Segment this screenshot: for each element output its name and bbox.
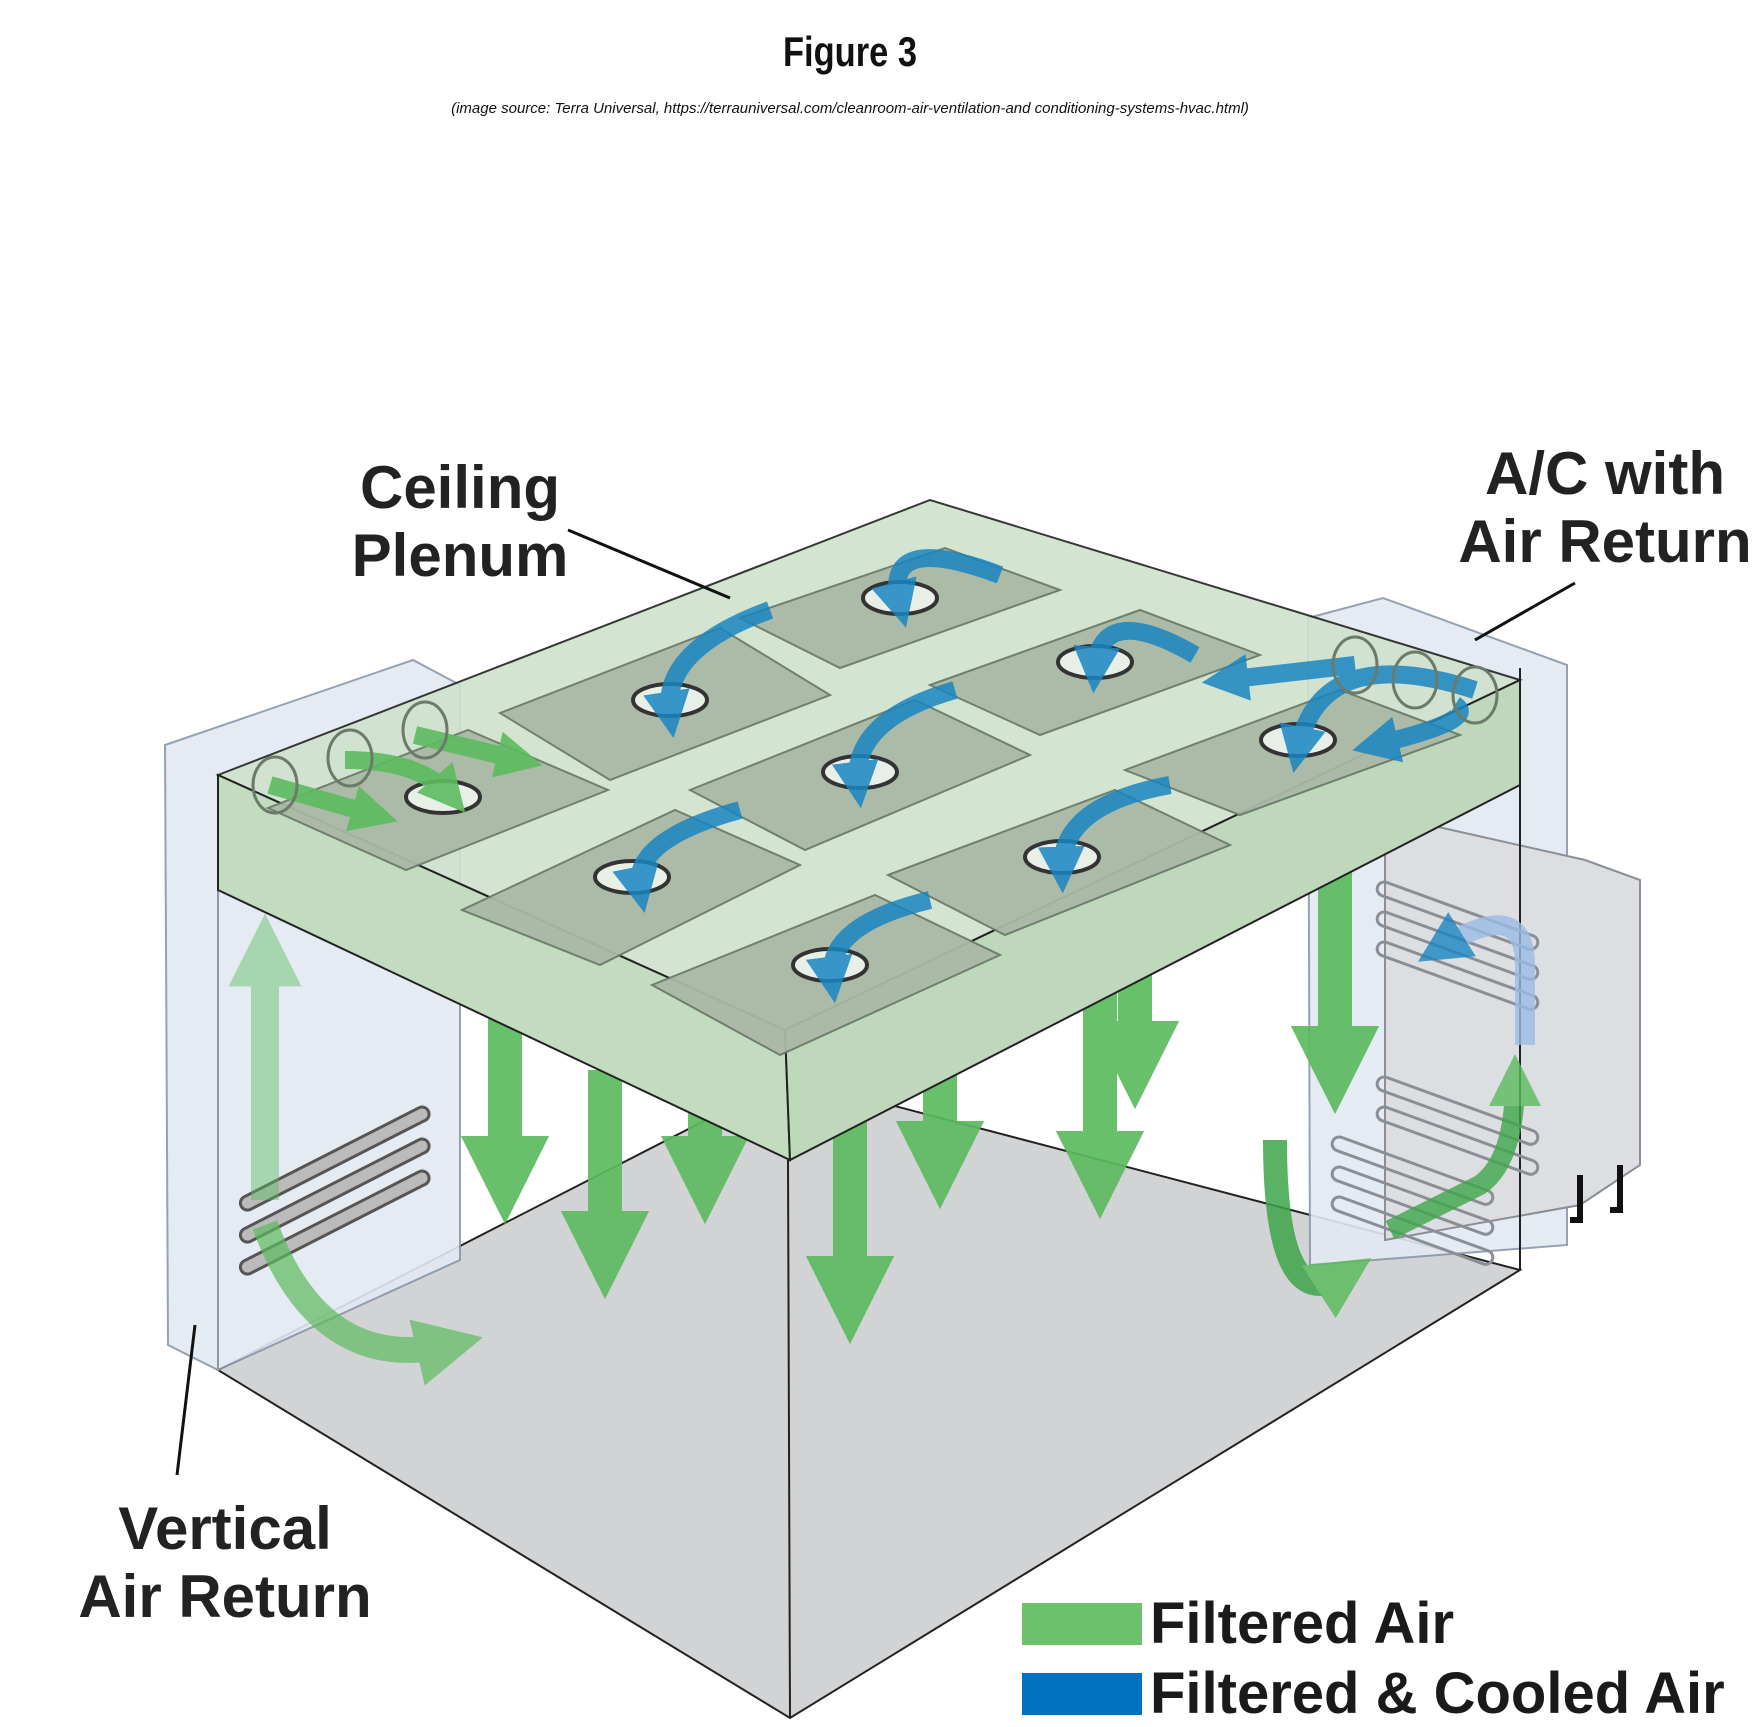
ac-air-return-label: A/C with Air Return xyxy=(1458,440,1752,575)
ac-output-arrow xyxy=(1417,912,1535,1045)
vertical-air-return-label: Vertical Air Return xyxy=(78,1495,372,1630)
legend-swatch-filtered xyxy=(1022,1602,1142,1645)
legend-label-filtered: Filtered Air xyxy=(1150,1591,1455,1656)
ac-return-leader xyxy=(1474,581,1576,642)
left-return-grille xyxy=(238,1105,431,1276)
legend-filtered-cooled-air: Filtered & Cooled Air xyxy=(1022,1660,1725,1727)
left-return-swirl-arrow xyxy=(252,1220,483,1386)
legend-filtered-air: Filtered Air xyxy=(1022,1590,1454,1657)
right-return-curl-arrow xyxy=(1263,1139,1372,1319)
figure-title: Figure 3 xyxy=(783,28,917,75)
legend-swatch-cooled xyxy=(1022,1672,1142,1715)
plenum-intake-arrows xyxy=(267,726,543,832)
ceiling-plenum-leader xyxy=(567,528,731,600)
ac-intake-arrow xyxy=(1385,1054,1541,1239)
image-source-caption: (image source: Terra Universal, https://… xyxy=(451,100,1249,117)
plenum-fan-rings xyxy=(251,635,1499,815)
vertical-return-leader xyxy=(175,1324,197,1476)
front-corner-edge xyxy=(787,1159,791,1719)
ceiling-plenum-label: Ceiling Plenum xyxy=(351,454,569,589)
legend-label-cooled: Filtered & Cooled Air xyxy=(1150,1661,1725,1726)
filtered-air-downflow-arrows xyxy=(460,870,1380,1345)
